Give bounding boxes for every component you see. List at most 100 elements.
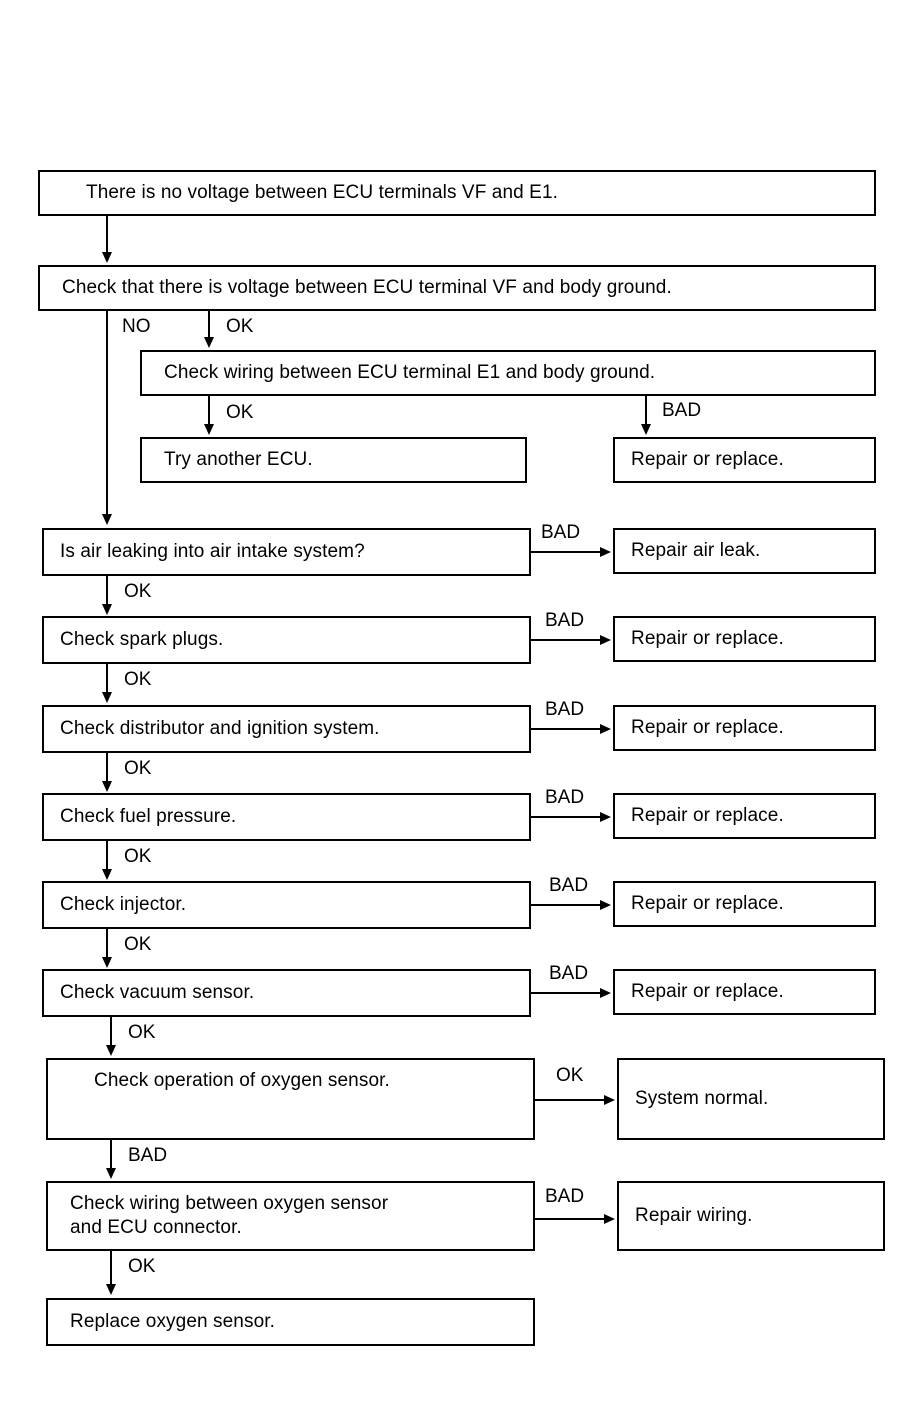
node-system-normal: System normal. <box>617 1058 885 1140</box>
connector-n12-n14-ok <box>106 841 108 869</box>
edge-label-ok-n18-n19: OK <box>556 1065 584 1086</box>
node-label: Check spark plugs. <box>60 629 224 651</box>
edge-label-ok-n10-n12: OK <box>124 758 152 779</box>
node-check-wiring-e1-body-ground: Check wiring between ECU terminal E1 and… <box>140 350 876 396</box>
node-label: Check injector. <box>60 894 187 916</box>
node-no-voltage-vf-e1: There is no voltage between ECU terminal… <box>38 170 876 216</box>
node-repair-air-leak: Repair air leak. <box>613 528 876 574</box>
node-label: Repair or replace. <box>631 449 784 471</box>
node-check-vacuum-sensor: Check vacuum sensor. <box>42 969 531 1017</box>
connector-n6-n7-bad <box>531 551 601 553</box>
node-check-injector: Check injector. <box>42 881 531 929</box>
node-label: Check wiring between ECU terminal E1 and… <box>164 362 656 384</box>
arrowhead-n6-n7 <box>600 547 611 557</box>
node-label: Check that there is voltage between ECU … <box>62 277 672 299</box>
connector-n14-n15-bad <box>531 904 601 906</box>
node-check-voltage-vf-body-ground: Check that there is voltage between ECU … <box>38 265 876 311</box>
edge-label-ok-n20-n22: OK <box>128 1256 156 1277</box>
arrowhead-n14-n15 <box>600 900 611 910</box>
edge-label-bad-n10-n11: BAD <box>545 699 585 720</box>
arrowhead-n2-n6 <box>102 514 112 525</box>
connector-n8-n10-ok <box>106 664 108 692</box>
edge-label-ok-n16-n18: OK <box>128 1022 156 1043</box>
arrowhead-n1-n2 <box>102 252 112 263</box>
arrowhead-n8-n9 <box>600 635 611 645</box>
edge-label-ok-n3-n4: OK <box>226 402 254 423</box>
node-check-distributor-ignition: Check distributor and ignition system. <box>42 705 531 753</box>
connector-n3-n4-ok <box>208 396 210 424</box>
node-label: Repair or replace. <box>631 717 784 739</box>
edge-label-ok-n14-n16: OK <box>124 934 152 955</box>
arrowhead-n12-n14 <box>102 869 112 880</box>
arrowhead-n14-n16 <box>102 957 112 968</box>
arrowhead-n3-n4 <box>204 424 214 435</box>
node-label: Repair wiring. <box>635 1205 753 1227</box>
node-label: Repair or replace. <box>631 628 784 650</box>
arrowhead-n18-n19 <box>604 1095 615 1105</box>
connector-n1-n2 <box>106 216 108 254</box>
node-check-spark-plugs: Check spark plugs. <box>42 616 531 664</box>
node-repair-or-replace-spark-plugs: Repair or replace. <box>613 616 876 662</box>
node-check-fuel-pressure: Check fuel pressure. <box>42 793 531 841</box>
node-label: Try another ECU. <box>164 449 313 471</box>
connector-n3-n5-bad <box>645 396 647 424</box>
node-label: There is no voltage between ECU terminal… <box>86 182 558 204</box>
connector-n16-n18-ok <box>110 1017 112 1045</box>
connector-n14-n16-ok <box>106 929 108 957</box>
edge-label-bad-n20-n21: BAD <box>545 1186 585 1207</box>
arrowhead-n6-n8 <box>102 604 112 615</box>
arrowhead-n20-n21 <box>604 1214 615 1224</box>
edge-label-bad-n8-n9: BAD <box>545 610 585 631</box>
node-label: Is air leaking into air intake system? <box>60 541 365 563</box>
arrowhead-n16-n17 <box>600 988 611 998</box>
node-repair-or-replace-distributor: Repair or replace. <box>613 705 876 751</box>
edge-label-no: NO <box>122 316 151 337</box>
edge-label-ok-n2-n3: OK <box>226 316 254 337</box>
node-label: Repair or replace. <box>631 805 784 827</box>
edge-label-bad-n6-n7: BAD <box>541 522 581 543</box>
arrowhead-n16-n18 <box>106 1045 116 1056</box>
connector-n12-n13-bad <box>531 816 601 818</box>
connector-n16-n17-bad <box>531 992 601 994</box>
connector-n10-n12-ok <box>106 753 108 781</box>
node-repair-or-replace-vacuum-sensor: Repair or replace. <box>613 969 876 1015</box>
node-try-another-ecu: Try another ECU. <box>140 437 527 483</box>
connector-n10-n11-bad <box>531 728 601 730</box>
edge-label-bad-n12-n13: BAD <box>545 787 585 808</box>
node-label: Repair or replace. <box>631 981 784 1003</box>
node-is-air-leaking: Is air leaking into air intake system? <box>42 528 531 576</box>
node-label: Check operation of oxygen sensor. <box>94 1070 390 1091</box>
node-replace-oxygen-sensor: Replace oxygen sensor. <box>46 1298 535 1346</box>
arrowhead-n20-n22 <box>106 1284 116 1295</box>
edge-label-bad-n3-n5: BAD <box>662 400 702 421</box>
edge-label-ok-n12-n14: OK <box>124 846 152 867</box>
edge-label-ok-n8-n10: OK <box>124 669 152 690</box>
connector-n2-n3-ok <box>208 311 210 337</box>
connector-n8-n9-bad <box>531 639 601 641</box>
edge-label-ok-n6-n8: OK <box>124 581 152 602</box>
node-label: Check fuel pressure. <box>60 806 237 828</box>
node-check-operation-oxygen-sensor: Check operation of oxygen sensor. <box>46 1058 535 1140</box>
arrowhead-n12-n13 <box>600 812 611 822</box>
connector-n2-n6-no <box>106 311 108 514</box>
connector-n20-n22-ok <box>110 1251 112 1284</box>
edge-label-bad-n14-n15: BAD <box>549 875 589 896</box>
arrowhead-n8-n10 <box>102 692 112 703</box>
node-repair-wiring: Repair wiring. <box>617 1181 885 1251</box>
node-repair-or-replace-fuel-pressure: Repair or replace. <box>613 793 876 839</box>
connector-n6-n8-ok <box>106 576 108 604</box>
node-label: Replace oxygen sensor. <box>70 1311 275 1333</box>
edge-label-bad-n16-n17: BAD <box>549 963 589 984</box>
arrowhead-n10-n12 <box>102 781 112 792</box>
arrowhead-n3-n5 <box>641 424 651 435</box>
connector-n18-n20-bad <box>110 1140 112 1168</box>
arrowhead-n18-n20 <box>106 1168 116 1179</box>
node-repair-or-replace-e1: Repair or replace. <box>613 437 876 483</box>
node-label: Repair air leak. <box>631 540 761 562</box>
node-label: Check distributor and ignition system. <box>60 718 380 740</box>
connector-n18-n19-ok <box>535 1099 605 1101</box>
connector-n20-n21-bad <box>535 1218 605 1220</box>
node-label: Repair or replace. <box>631 893 784 915</box>
arrowhead-n2-n3 <box>204 337 214 348</box>
